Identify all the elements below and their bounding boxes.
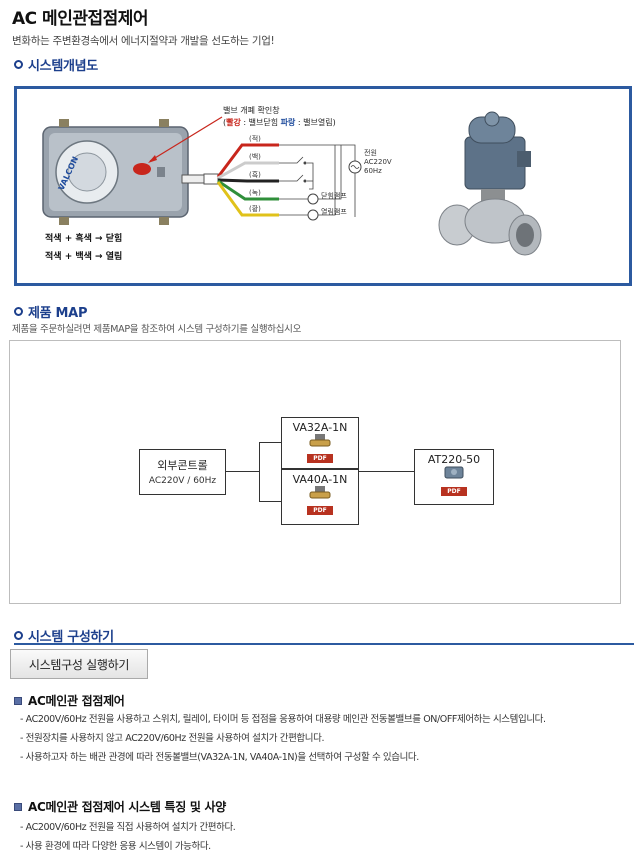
connector-line [359, 471, 414, 472]
callout-arrow-icon [148, 155, 157, 163]
valve-thumbnail-icon [309, 434, 331, 447]
pdf-download-button[interactable]: PDF [441, 487, 467, 496]
cable-gland [203, 173, 219, 185]
box-title: 외부콘트롤 [157, 459, 208, 472]
product-model: VA32A-1N [292, 421, 348, 434]
valve-thumbnail-icon [309, 486, 331, 499]
close-lamp-icon [307, 193, 319, 205]
product-map: 외부콘트롤 AC220V / 60Hz VA32A-1N PDF VA40A-1… [9, 340, 621, 604]
circle-bullet-icon [14, 60, 23, 69]
wire-black [217, 178, 279, 183]
mount-bolt-right [159, 217, 169, 225]
connector-line [259, 442, 281, 443]
system-concept-diagram: VALCON 밸브 개폐 확인창 (빨강 : 밸브닫힘 파랑 : 밸브열림) (… [14, 86, 632, 286]
switch-node-2 [303, 179, 307, 183]
section-title: 시스템 구성하기 [28, 630, 114, 645]
open-lamp-label: 열림램프 [321, 208, 347, 216]
wire-label-yellow: (황) [249, 204, 261, 213]
wire-red [216, 143, 279, 178]
connector-line [226, 471, 259, 472]
product-box-va40a[interactable]: VA40A-1N PDF [281, 469, 359, 525]
info-title: AC메인관 접점제어 시스템 특징 및 사양 [28, 800, 226, 814]
section-title: 시스템개념도 [28, 59, 98, 74]
circle-bullet-icon [14, 631, 23, 640]
info-heading: AC메인관 접점제어 시스템 특징 및 사양 [14, 798, 226, 815]
mount-bolt-left [59, 217, 69, 225]
open-lamp-icon [307, 209, 319, 221]
list-item: 전원장치를 사용하지 않고 AC220V/60Hz 전원을 사용하여 설치가 간… [20, 729, 546, 748]
callout-line [149, 116, 223, 162]
power-label: 전원 [364, 148, 377, 157]
legend-close: 적색 + 흑색 → 닫힘 [45, 232, 122, 244]
section-heading-concept: 시스템개념도 [14, 55, 98, 74]
section-divider [14, 643, 634, 645]
window-legend: (빨강 : 밸브닫힘 파랑 : 밸브열림) [223, 117, 336, 127]
wire-label-red: (적) [249, 134, 261, 143]
list-item: 사용하고자 하는 배관 관경에 따라 전동볼밸브(VA32A-1N, VA40A… [20, 748, 546, 767]
wire-label-green: (녹) [249, 189, 261, 197]
mount-bolt-top-left [59, 119, 69, 127]
power-frequency: 60Hz [364, 167, 382, 175]
section-heading-compose: 시스템 구성하기 [14, 626, 114, 645]
actuator-thumbnail-icon [444, 466, 464, 479]
page-tagline: 변화하는 주변환경속에서 에너지절약과 개발을 선도하는 기업! [12, 35, 275, 47]
run-system-compose-button[interactable]: 시스템구성 실행하기 [10, 649, 148, 679]
list-item: 사용 환경에 따라 다양한 응용 시스템이 가능하다. [20, 837, 235, 856]
square-bullet-icon [14, 802, 22, 811]
actuator-dial-inner [67, 152, 107, 192]
info-heading: AC메인관 접점제어 [14, 692, 125, 709]
close-lamp-label: 닫힘램프 [321, 191, 347, 200]
confirm-window-label: 밸브 개폐 확인창 [223, 105, 280, 115]
ac-wave-icon [350, 165, 360, 169]
actuator-connector [157, 167, 165, 177]
box-subtitle: AC220V / 60Hz [148, 476, 217, 486]
section-title: 제품 MAP [28, 306, 88, 321]
square-bullet-icon [14, 696, 22, 705]
mount-bolt-top-right [159, 119, 169, 127]
info-list: AC200V/60Hz 전원을 사용하고 스위치, 릴레이, 타이머 등 접점을… [20, 710, 546, 767]
motorized-ball-valve-image [438, 111, 542, 256]
page-title: AC 메인관접점제어 [12, 9, 149, 29]
external-control-box: 외부콘트롤 AC220V / 60Hz [139, 449, 226, 495]
status-window-icon [133, 163, 151, 175]
wire-green [217, 179, 279, 201]
circle-bullet-icon [14, 307, 23, 316]
wire-yellow [216, 181, 279, 217]
connector-line [259, 442, 260, 501]
pdf-download-button[interactable]: PDF [307, 506, 333, 515]
pdf-download-button[interactable]: PDF [307, 454, 333, 463]
section-heading-product-map: 제품 MAP [14, 302, 87, 321]
wire-label-black: (흑) [249, 170, 261, 179]
info-title: AC메인관 접점제어 [28, 694, 125, 708]
product-model: AT220-50 [427, 453, 481, 466]
product-box-va32a[interactable]: VA32A-1N PDF [281, 417, 359, 469]
product-map-description: 제품을 주문하실려면 제품MAP을 참조하여 시스템 구성하기를 실행하십시오 [12, 324, 302, 335]
list-item: AC200V/60Hz 전원을 직접 사용하여 설치가 간편하다. [20, 818, 236, 837]
connector-line [259, 501, 281, 502]
wire-label-white: (백) [249, 152, 261, 161]
circuit-lines [279, 144, 356, 217]
wire-white [217, 161, 279, 180]
switch-node-1 [303, 161, 307, 165]
info-list: AC200V/60Hz 전원을 직접 사용하여 설치가 간편하다. 사용 환경에… [20, 818, 236, 856]
wiring-diagram: VALCON 밸브 개폐 확인창 (빨강 : 밸브닫힘 파랑 : 밸브열림) (… [42, 105, 542, 262]
list-item: AC200V/60Hz 전원을 사용하고 스위치, 릴레이, 타이머 등 접점을… [20, 710, 546, 729]
product-model: VA40A-1N [292, 473, 348, 486]
power-voltage: AC220V [364, 158, 392, 166]
cable-sheath [181, 174, 205, 184]
product-box-at220[interactable]: AT220-50 PDF [414, 449, 494, 505]
legend-open: 적색 + 백색 → 열림 [45, 250, 122, 262]
